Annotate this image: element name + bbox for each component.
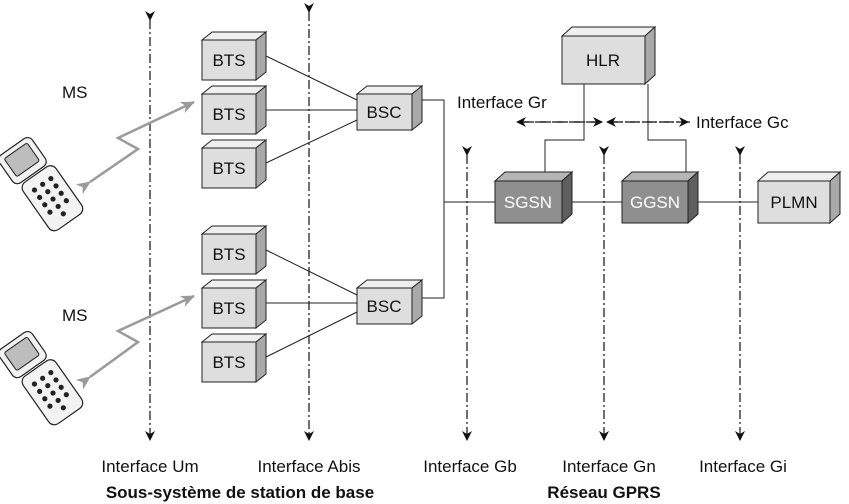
interface-um-label: Interface Um <box>101 457 198 476</box>
bts-label-4: BTS <box>212 245 245 264</box>
interface-gi-label: Interface Gi <box>699 457 787 476</box>
plmn-label: PLMN <box>770 193 817 212</box>
interface-gn-label: Interface Gn <box>562 457 656 476</box>
bts-box-3: BTS <box>200 138 268 190</box>
radio-links <box>75 100 195 390</box>
mobile-phone-icon <box>0 136 84 232</box>
ggsn-label: GGSN <box>630 193 680 212</box>
interface-gb-label: Interface Gb <box>423 457 517 476</box>
ms-label-bottom: MS <box>62 306 88 325</box>
gprs-section-title: Réseau GPRS <box>547 483 660 502</box>
bts-box-6: BTS <box>200 332 268 384</box>
bss-section-title: Sous-système de station de base <box>106 483 374 502</box>
hlr-box: HLR <box>560 25 657 86</box>
interface-abis-label: Interface Abis <box>257 457 360 476</box>
bts-label-6: BTS <box>212 353 245 372</box>
ggsn-box: GGSN <box>620 170 700 225</box>
bsc-box-top: BSC <box>355 84 424 132</box>
bts-box-5: BTS <box>200 278 268 330</box>
hlr-label: HLR <box>586 51 620 70</box>
connections <box>265 55 758 358</box>
bts-label-2: BTS <box>212 105 245 124</box>
bts-box-1: BTS <box>200 30 268 82</box>
sgsn-box: SGSN <box>493 170 574 225</box>
bts-label-1: BTS <box>212 51 245 70</box>
interface-gr-label: Interface Gr <box>457 93 547 112</box>
radio-link-top <box>75 100 195 195</box>
sgsn-label: SGSN <box>504 193 552 212</box>
bts-label-3: BTS <box>212 159 245 178</box>
ms-label-top: MS <box>62 83 88 102</box>
bts-box-4: BTS <box>200 224 268 276</box>
bsc-box-bottom: BSC <box>355 278 424 326</box>
radio-link-bottom <box>75 294 195 390</box>
bts-box-2: BTS <box>200 84 268 136</box>
bts-label-5: BTS <box>212 299 245 318</box>
plmn-box: PLMN <box>756 170 842 225</box>
mobile-phone-icon <box>0 330 84 426</box>
bsc-label-bottom: BSC <box>367 297 402 316</box>
interface-gc-label: Interface Gc <box>696 113 789 132</box>
bsc-label-top: BSC <box>367 103 402 122</box>
